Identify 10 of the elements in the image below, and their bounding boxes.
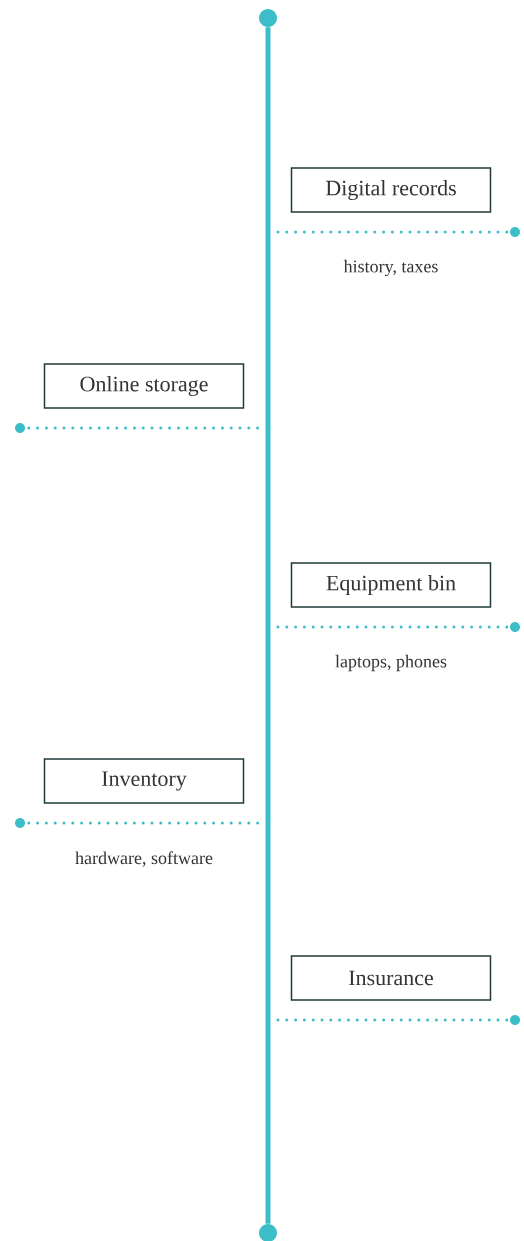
- label-box: Online storage: [43, 363, 245, 409]
- caption-text: laptops, phones: [335, 654, 447, 672]
- label-box: Equipment bin: [290, 562, 492, 608]
- caption-text: history, taxes: [343, 259, 438, 277]
- timeline-line: [265, 27, 271, 1224]
- timeline-dot: [259, 9, 277, 27]
- label-box: Inventory: [43, 758, 245, 804]
- caption-text: hardware, software: [75, 851, 213, 867]
- label-box: Digital records: [290, 167, 492, 213]
- label-box: Insurance: [290, 955, 492, 1001]
